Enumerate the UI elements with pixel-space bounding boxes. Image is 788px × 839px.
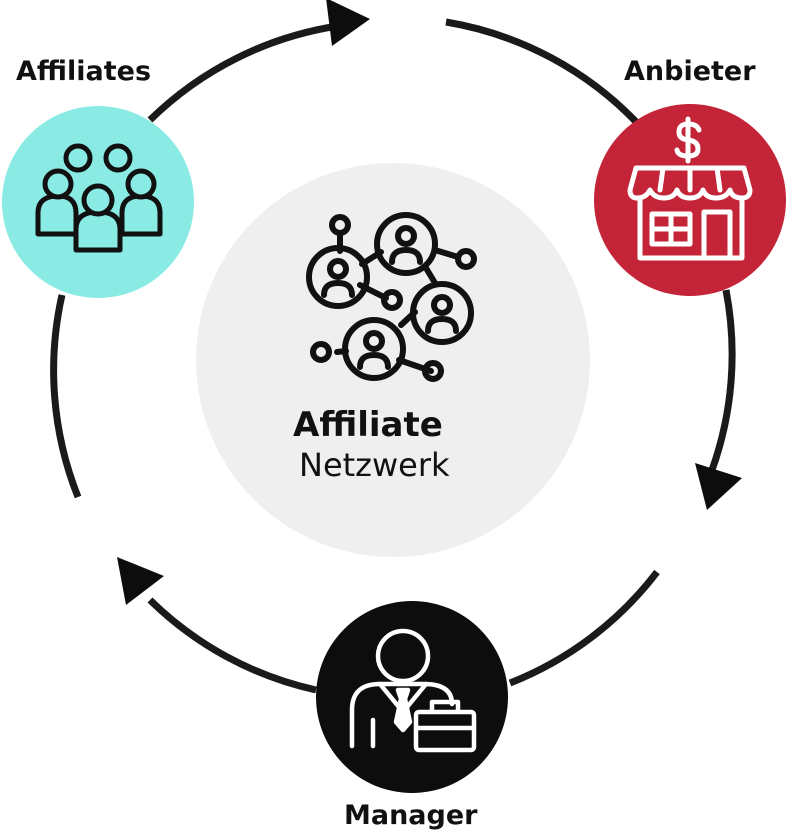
arrow-heads bbox=[117, 0, 742, 605]
arc-top-right bbox=[445, 18, 643, 129]
people-group-icon bbox=[35, 143, 163, 253]
arc-left bbox=[50, 294, 82, 499]
anbieter-node bbox=[594, 104, 786, 296]
cycle-arrows bbox=[50, 18, 736, 694]
affiliates-label: Affiliates bbox=[16, 56, 152, 87]
center-subtitle: Netzwerk bbox=[299, 446, 450, 484]
arc-top bbox=[147, 22, 339, 123]
arc-right bbox=[708, 289, 736, 472]
shop-dollar-icon bbox=[627, 116, 753, 261]
affiliates-node bbox=[2, 106, 194, 298]
network-people-icon bbox=[306, 212, 477, 382]
arrow-head-top bbox=[326, 0, 370, 46]
arrow-head-right bbox=[695, 463, 742, 510]
arc-bottom-left bbox=[147, 597, 317, 694]
center-circle bbox=[196, 163, 590, 557]
businessman-briefcase-icon bbox=[349, 628, 477, 753]
arrow-head-left bbox=[117, 557, 164, 605]
arc-bottom-right bbox=[508, 569, 660, 687]
manager-circle bbox=[316, 601, 508, 793]
center-title: Affiliate bbox=[293, 405, 443, 445]
anbieter-label: Anbieter bbox=[624, 56, 756, 87]
manager-label: Manager bbox=[344, 800, 478, 831]
manager-node bbox=[316, 601, 508, 793]
